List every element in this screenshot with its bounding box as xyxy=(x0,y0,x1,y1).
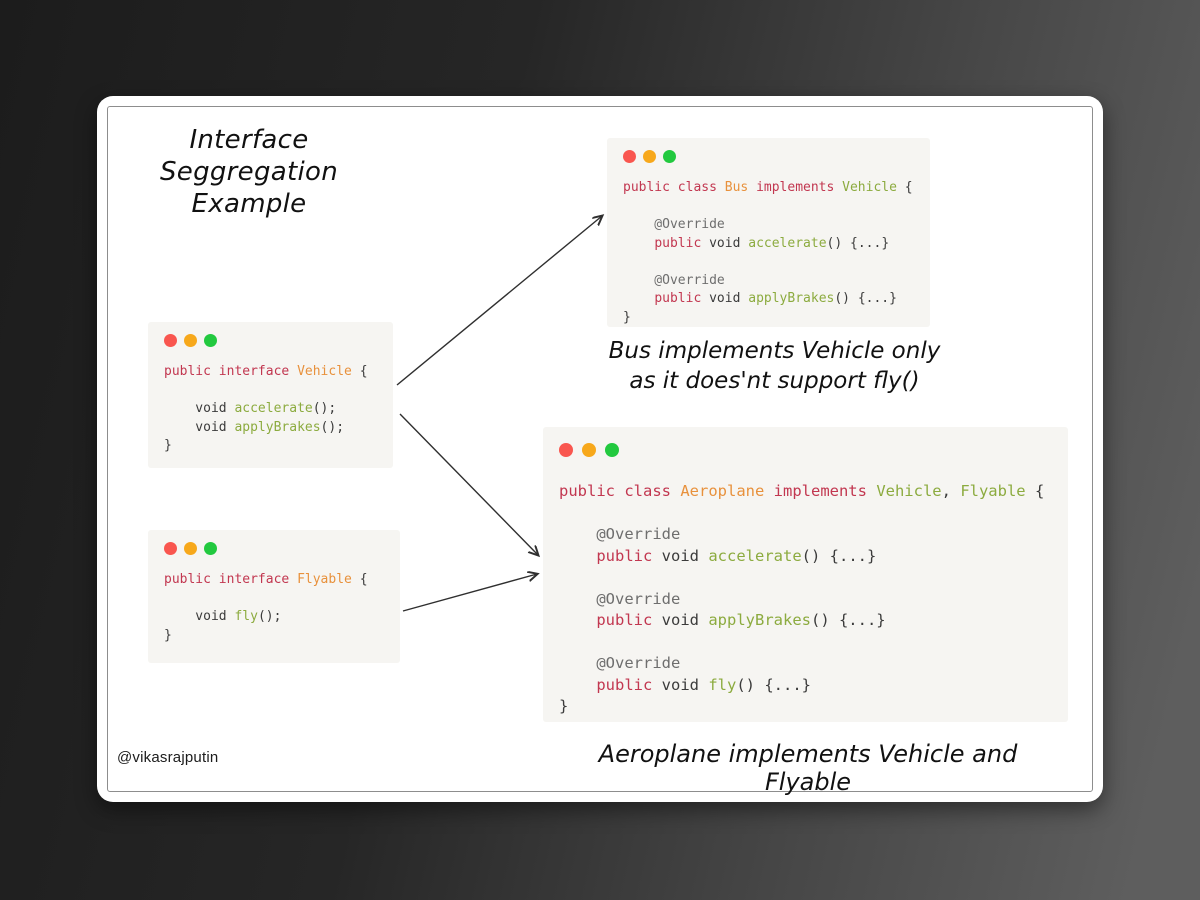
bus-annotation: Bus implements Vehicle only as it does'n… xyxy=(602,336,947,396)
minimize-dot-icon xyxy=(643,150,656,163)
maximize-dot-icon xyxy=(605,443,619,457)
vehicle-interface-code: public interface Vehicle { void accelera… xyxy=(164,364,368,453)
window-controls xyxy=(164,542,384,555)
diagram-title-line2: Seggregation Example xyxy=(159,157,339,219)
minimize-dot-icon xyxy=(184,334,197,347)
close-dot-icon xyxy=(559,443,573,457)
diagram-title-line1: Interface xyxy=(189,125,309,155)
diagram-title: Interface Seggregation Example xyxy=(121,124,377,220)
aeroplane-class-code: public class Aeroplane implements Vehicl… xyxy=(559,482,1045,715)
minimize-dot-icon xyxy=(582,443,596,457)
aeroplane-class-window: public class Aeroplane implements Vehicl… xyxy=(543,427,1068,722)
close-dot-icon xyxy=(164,334,177,347)
close-dot-icon xyxy=(623,150,636,163)
maximize-dot-icon xyxy=(663,150,676,163)
bus-annotation-line2: as it does'nt support fly() xyxy=(629,368,920,394)
close-dot-icon xyxy=(164,542,177,555)
window-controls xyxy=(559,443,1052,457)
vehicle-interface-window: public interface Vehicle { void accelera… xyxy=(148,322,393,468)
bus-class-window: public class Bus implements Vehicle { @O… xyxy=(607,138,930,327)
flyable-interface-window: public interface Flyable { void fly();} xyxy=(148,530,400,663)
window-controls xyxy=(164,334,377,347)
window-controls xyxy=(623,150,914,163)
aeroplane-annotation: Aeroplane implements Vehicle and Flyable xyxy=(598,740,1018,796)
bus-class-code: public class Bus implements Vehicle { @O… xyxy=(623,180,913,325)
minimize-dot-icon xyxy=(184,542,197,555)
bus-annotation-line1: Bus implements Vehicle only xyxy=(608,338,941,364)
whiteboard-card: Interface Seggregation Example public in… xyxy=(97,96,1103,802)
maximize-dot-icon xyxy=(204,542,217,555)
flyable-interface-code: public interface Flyable { void fly();} xyxy=(164,572,368,643)
author-handle: @vikasrajputin xyxy=(117,749,219,766)
maximize-dot-icon xyxy=(204,334,217,347)
